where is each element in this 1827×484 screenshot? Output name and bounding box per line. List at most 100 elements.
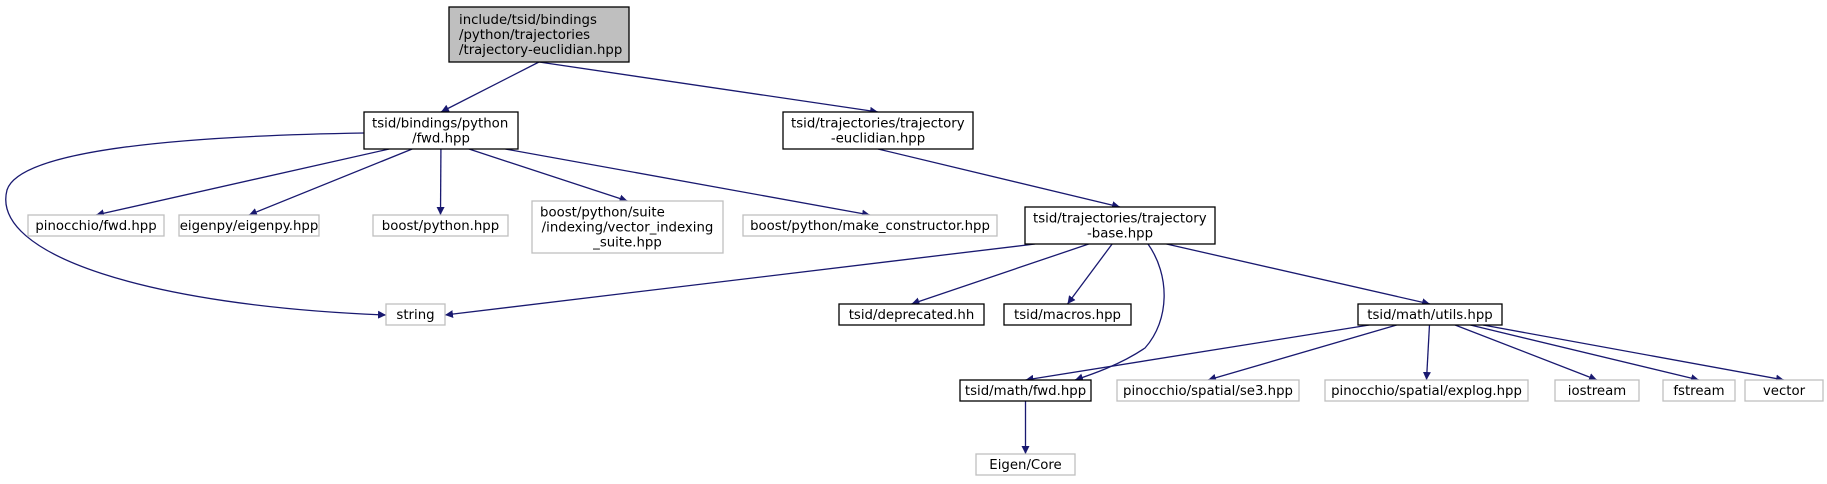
node-label-line: /python/trajectories [459,28,590,43]
node-box [742,214,998,237]
dependency-edge [505,148,871,218]
node-string: string [385,303,446,326]
node-math-utils[interactable]: tsid/math/utils.hpp [1357,303,1503,326]
dependency-edge [1025,324,1370,383]
edge-bindings-fwd-to-make-constructor [505,148,871,218]
dependency-edge [1066,243,1113,305]
edge-math-utils-to-se3 [1207,324,1397,382]
edge-root-to-bindings-fwd [440,61,540,113]
node-label-line: pinocchio/fwd.hpp [35,219,156,234]
dependency-edge [1166,243,1431,307]
edge-math-utils-to-vector [1482,324,1785,383]
node-eigen-core: Eigen/Core [975,453,1076,476]
node-label-line: boost/python.hpp [382,219,499,234]
node-label-line: fstream [1673,384,1724,399]
edge-traj-base-to-math-utils [1166,243,1431,307]
node-box [363,111,519,150]
node-bindings-fwd[interactable]: tsid/bindings/python/fwd.hpp [363,111,519,150]
node-label-line: /trajectory-euclidian.hpp [459,43,622,58]
file-nodes: include/tsid/bindings/python/trajectorie… [27,6,1824,476]
node-label-line: -base.hpp [1087,227,1153,242]
edge-traj-base-to-macros [1066,243,1113,305]
node-explog: pinocchio/spatial/explog.hpp [1324,379,1529,402]
dependency-edge [468,148,628,203]
node-root[interactable]: include/tsid/bindings/python/trajectorie… [448,6,630,63]
node-box [448,6,630,63]
dependency-edge [1482,324,1785,383]
node-box [385,303,446,326]
edge-math-utils-to-math-fwd [1025,324,1370,383]
node-box [1662,379,1736,402]
edge-bindings-fwd-to-string [5,132,387,319]
dependency-edge [1207,324,1397,382]
node-box [1003,303,1132,326]
node-label-line: tsid/math/fwd.hpp [965,384,1086,399]
node-traj-base[interactable]: tsid/trajectories/trajectory-base.hpp [1024,206,1216,245]
node-box [531,200,724,254]
dependency-edge [440,61,540,113]
edge-math-utils-to-iostream [1454,324,1598,381]
edge-math-utils-to-explog [1422,324,1431,381]
node-label-line: pinocchio/spatial/explog.hpp [1331,384,1522,399]
dependency-edge [1470,324,1700,383]
node-box [1744,379,1824,402]
edge-traj-base-to-string [444,243,1036,319]
node-box [782,111,974,150]
dependency-edge [538,61,879,115]
dependency-edge [1454,324,1598,381]
node-label-line: pinocchio/spatial/se3.hpp [1123,384,1293,399]
node-vector: vector [1744,379,1824,402]
node-label-line: string [396,308,434,323]
edge-math-utils-to-fstream [1470,324,1700,383]
node-traj-euclidian[interactable]: tsid/trajectories/trajectory-euclidian.h… [782,111,974,150]
node-box [27,214,165,237]
node-label-line: Eigen/Core [989,458,1061,473]
node-fstream: fstream [1662,379,1736,402]
node-label-line: tsid/macros.hpp [1014,308,1121,323]
node-label-line: tsid/trajectories/trajectory [791,117,965,132]
edge-traj-base-to-math-fwd [1074,243,1165,382]
node-box [959,379,1092,402]
dependency-edges [5,61,1785,454]
node-label-line: -euclidian.hpp [831,132,925,147]
dependency-edge [444,243,1036,319]
dependency-edge [1074,243,1165,382]
node-pinocchio-fwd: pinocchio/fwd.hpp [27,214,165,237]
node-label-line: iostream [1568,384,1626,399]
node-make-constructor: boost/python/make_constructor.hpp [742,214,998,237]
edge-traj-base-to-deprecated [911,243,1089,306]
node-box [178,214,320,237]
node-se3: pinocchio/spatial/se3.hpp [1116,379,1300,402]
node-label-line: boost/python/make_constructor.hpp [750,219,990,234]
node-label-line: include/tsid/bindings [459,13,597,28]
node-deprecated[interactable]: tsid/deprecated.hh [838,303,985,326]
node-label-line: /fwd.hpp [412,132,470,147]
node-box [1116,379,1300,402]
node-math-fwd[interactable]: tsid/math/fwd.hpp [959,379,1092,402]
node-iostream: iostream [1554,379,1640,402]
node-label-line: _suite.hpp [592,236,662,251]
dependency-edge [5,132,387,319]
node-box [838,303,985,326]
dependency-edge [911,243,1089,306]
node-box [1554,379,1640,402]
node-label-line: tsid/trajectories/trajectory [1033,212,1207,227]
node-box [1024,206,1216,245]
dependency-edge [877,148,1121,210]
node-box [1357,303,1503,326]
node-label-line: boost/python/suite [540,206,665,221]
edge-traj-euclidian-to-traj-base [877,148,1121,210]
node-label-line: tsid/bindings/python [372,117,508,132]
node-eigenpy: eigenpy/eigenpy.hpp [178,214,320,237]
node-label-line: vector [1763,384,1806,399]
node-label-line: /indexing/vector_indexing [542,221,714,236]
dependency-edge [95,148,390,218]
dependency-edge [248,148,413,216]
node-boost-python: boost/python.hpp [372,214,509,237]
edge-bindings-fwd-to-pinocchio-fwd [95,148,390,218]
node-box [372,214,509,237]
node-label-line: tsid/deprecated.hh [849,308,975,323]
node-macros[interactable]: tsid/macros.hpp [1003,303,1132,326]
edge-bindings-fwd-to-eigenpy [248,148,413,216]
